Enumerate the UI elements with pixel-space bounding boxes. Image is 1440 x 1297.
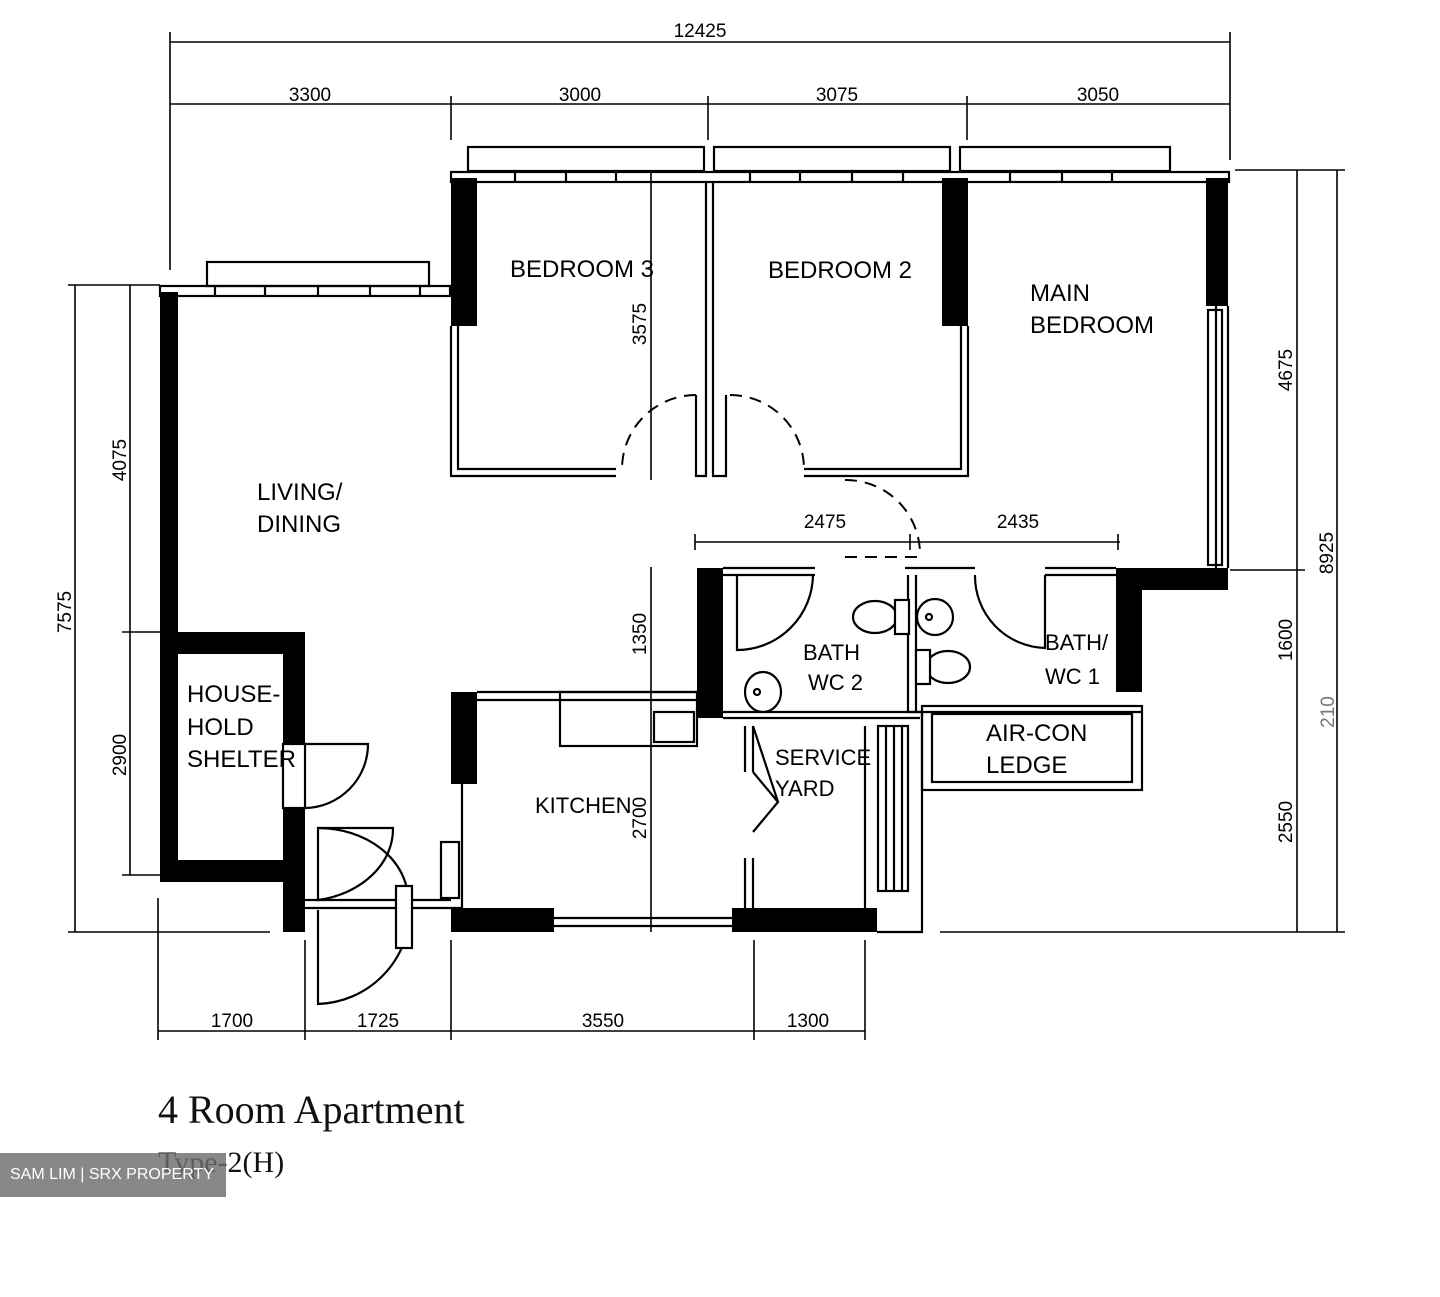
right-lower-dimension: 2550 xyxy=(1276,801,1297,843)
left-lower-dimension: 2900 xyxy=(110,734,131,776)
overall-width-dimension: 12425 xyxy=(674,21,727,42)
aircon-ledge-label-line1: AIR-CON xyxy=(986,720,1087,747)
bath-wc-2-label-line2: WC 2 xyxy=(808,670,863,695)
household-shelter-label-line3: SHELTER xyxy=(187,746,296,773)
top-dimension-1: 3300 xyxy=(289,85,331,106)
right-middle-dimension: 1600 xyxy=(1276,619,1297,661)
kitchen-depth-dimension: 2700 xyxy=(630,797,651,839)
bath-width-dimension-2: 2435 xyxy=(997,512,1039,533)
living-dining-label-line2: DINING xyxy=(257,511,341,538)
kitchen-label: KITCHEN xyxy=(535,793,632,818)
bottom-dimension-2: 1725 xyxy=(357,1011,399,1032)
watermark-banner: SAM LIM | SRX PROPERTY xyxy=(0,1153,226,1197)
dimension-lines xyxy=(68,32,1345,1040)
main-bedroom-label-line1: MAIN xyxy=(1030,280,1090,307)
right-upper-dimension: 4675 xyxy=(1276,349,1297,391)
service-yard-label-line2: YARD xyxy=(775,776,835,801)
main-bedroom-label-line2: BEDROOM xyxy=(1030,312,1154,339)
windows xyxy=(158,145,1231,567)
left-upper-dimension: 4075 xyxy=(110,439,131,481)
service-yard-label-line1: SERVICE xyxy=(775,745,871,770)
top-dimension-4: 3050 xyxy=(1077,85,1119,106)
plan-title: 4 Room Apartment xyxy=(158,1087,465,1132)
partitions xyxy=(281,182,1230,934)
bath-2-depth-dimension: 1350 xyxy=(630,613,651,655)
bath-width-dimension-1: 2475 xyxy=(804,512,846,533)
household-shelter-label-line2: HOLD xyxy=(187,714,254,741)
bottom-dimension-3: 3550 xyxy=(582,1011,624,1032)
bedroom-3-label: BEDROOM 3 xyxy=(510,256,654,283)
bath-wc-1-label-line2: WC 1 xyxy=(1045,664,1100,689)
room-labels: BEDROOM 3 BEDROOM 2 MAIN BEDROOM LIVING/… xyxy=(187,256,1154,818)
bottom-dimension-4: 1300 xyxy=(787,1011,829,1032)
dimension-labels: 12425 3300 3000 3075 3050 1700 1725 3550… xyxy=(55,21,1339,1032)
bath-wc-1-label-line1: BATH/ xyxy=(1045,630,1109,655)
bedroom-2-label: BEDROOM 2 xyxy=(768,257,912,284)
left-overall-dimension: 7575 xyxy=(55,591,76,633)
walls xyxy=(160,178,1228,932)
bath-wc-2-label-line1: BATH xyxy=(803,640,860,665)
faded-dimension-mark: 210 xyxy=(1318,696,1339,728)
top-dimension-2: 3000 xyxy=(559,85,601,106)
household-shelter-label-line1: HOUSE- xyxy=(187,681,280,708)
aircon-ledge-label-line2: LEDGE xyxy=(986,752,1067,779)
living-dining-label-line1: LIVING/ xyxy=(257,479,343,506)
bedroom-3-depth-dimension: 3575 xyxy=(630,303,651,345)
right-overall-dimension: 8925 xyxy=(1317,532,1338,574)
bottom-dimension-1: 1700 xyxy=(211,1011,253,1032)
doors xyxy=(304,394,1047,1006)
top-dimension-3: 3075 xyxy=(816,85,858,106)
fixtures xyxy=(652,597,972,744)
